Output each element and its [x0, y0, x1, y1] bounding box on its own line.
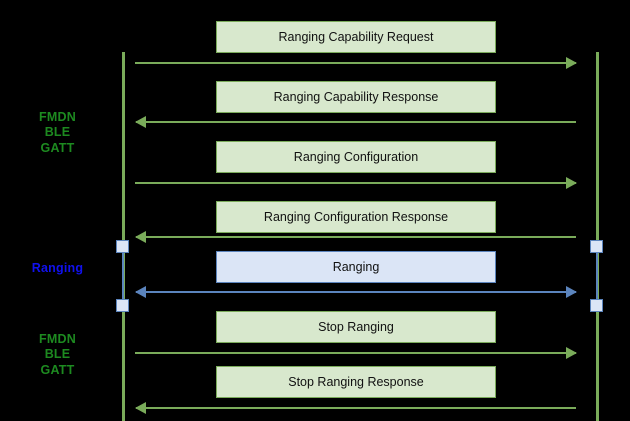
arrow-head-right-icon	[566, 57, 577, 69]
phase-label-ranging: Ranging	[31, 261, 84, 275]
left-activation-line	[122, 246, 124, 310]
arrow-shaft	[135, 182, 576, 184]
arrow-head-left-icon	[135, 116, 146, 128]
right-activation-node-end	[590, 299, 603, 312]
message-label: Ranging Capability Response	[273, 90, 439, 104]
arrow-head-left-icon	[135, 286, 146, 298]
message-arrow-ranging-configuration-response	[135, 231, 576, 243]
arrow-head-right-icon	[566, 177, 577, 189]
message-box-stop-ranging[interactable]: Stop Ranging	[216, 311, 496, 343]
phase-label-fmdn-top: FMDN BLE GATT	[39, 110, 76, 155]
message-arrow-ranging	[135, 286, 577, 298]
arrow-shaft	[136, 291, 576, 293]
arrow-shaft	[136, 236, 576, 238]
message-arrow-stop-ranging	[135, 347, 577, 359]
right-activation-line	[596, 246, 598, 310]
message-box-ranging[interactable]: Ranging	[216, 251, 496, 283]
phase-label-fmdn-bottom: FMDN BLE GATT	[39, 332, 76, 377]
message-label: Ranging	[332, 260, 380, 274]
message-arrow-stop-ranging-response	[135, 402, 576, 414]
message-label: Ranging Capability Request	[278, 30, 434, 44]
arrow-head-right-icon	[566, 286, 577, 298]
left-activation-node-end	[116, 299, 129, 312]
message-box-ranging-configuration-response[interactable]: Ranging Configuration Response	[216, 201, 496, 233]
message-label: Stop Ranging	[318, 320, 394, 334]
message-box-stop-ranging-response[interactable]: Stop Ranging Response	[216, 366, 496, 398]
message-arrow-ranging-configuration	[135, 177, 577, 189]
message-arrow-ranging-capability-request	[135, 57, 577, 69]
right-activation-node-start	[590, 240, 603, 253]
message-box-ranging-capability-request[interactable]: Ranging Capability Request	[216, 21, 496, 53]
arrow-head-left-icon	[135, 402, 146, 414]
arrow-shaft	[136, 121, 576, 123]
message-box-ranging-capability-response[interactable]: Ranging Capability Response	[216, 81, 496, 113]
arrow-shaft	[136, 407, 576, 409]
message-label: Stop Ranging Response	[288, 375, 424, 389]
right-lifeline	[596, 52, 599, 421]
arrow-head-right-icon	[566, 347, 577, 359]
arrow-shaft	[135, 352, 576, 354]
arrow-shaft	[135, 62, 576, 64]
arrow-head-left-icon	[135, 231, 146, 243]
message-label: Ranging Configuration Response	[263, 210, 449, 224]
message-label: Ranging Configuration	[293, 150, 419, 164]
left-activation-node-start	[116, 240, 129, 253]
message-arrow-ranging-capability-response	[135, 116, 576, 128]
message-box-ranging-configuration[interactable]: Ranging Configuration	[216, 141, 496, 173]
left-lifeline	[122, 52, 125, 421]
